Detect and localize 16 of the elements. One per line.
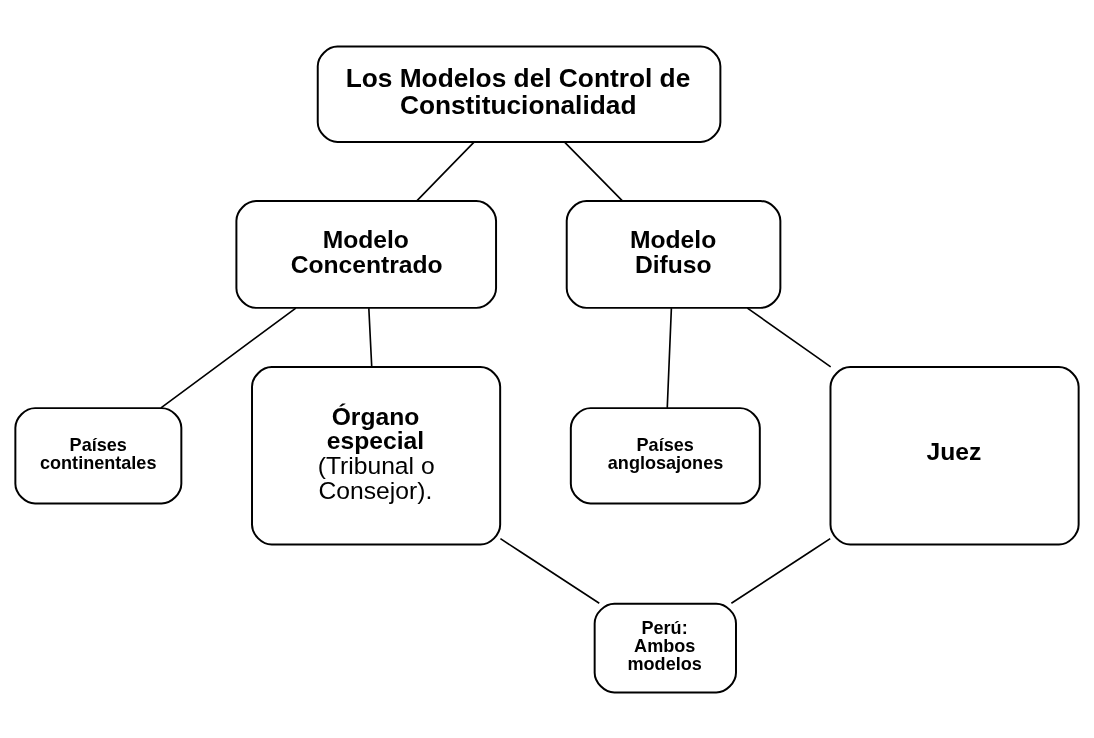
connector — [160, 306, 297, 409]
node-box: Los Modelos del Control de Constitucionalidad — [316, 45, 722, 143]
node-box: Países continentales — [14, 406, 183, 504]
connector — [499, 537, 601, 604]
node-box: Modelo Difuso — [565, 199, 782, 309]
connector — [666, 306, 673, 409]
node-box: Modelo Concentrado — [235, 199, 498, 309]
connector — [368, 306, 373, 367]
connector — [563, 140, 624, 202]
node-box: Órgano especial (Tribunal o Consejor). — [251, 365, 502, 545]
node-box: Juez — [829, 365, 1080, 545]
node-box: Países anglosajones — [569, 406, 761, 504]
connector — [730, 537, 832, 604]
node-box: Perú: Ambos modelos — [593, 602, 737, 693]
connector — [416, 140, 475, 202]
connector — [746, 306, 832, 368]
